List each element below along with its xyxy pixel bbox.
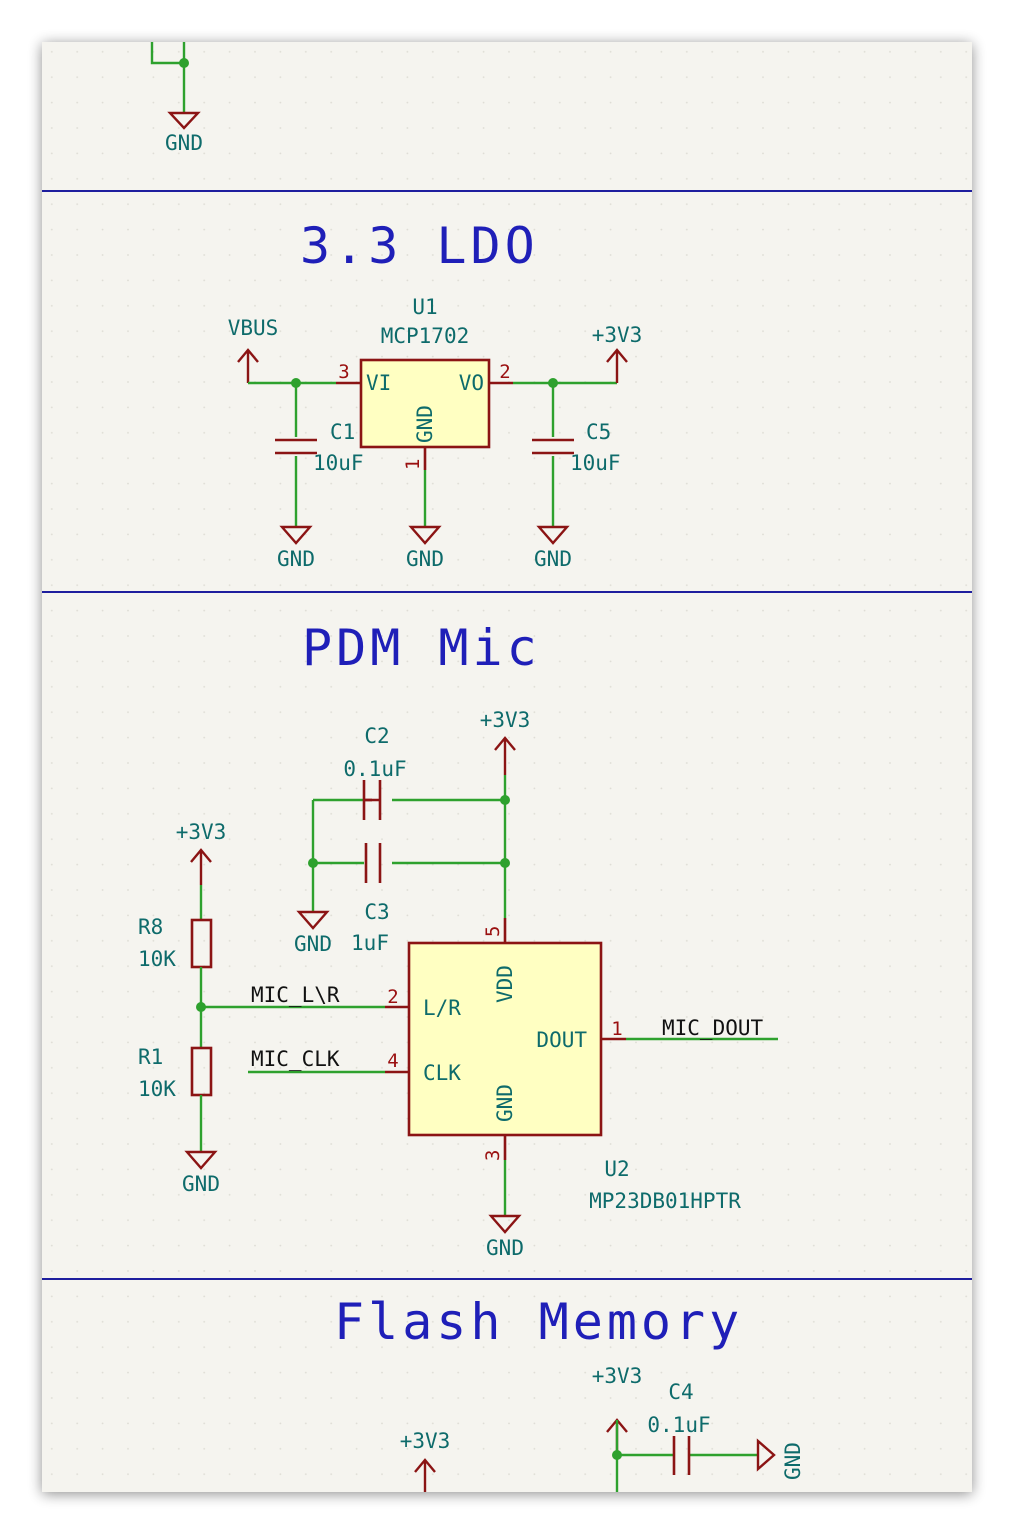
gnd-label: GND: [182, 1172, 220, 1196]
u2-microphone[interactable]: L/R CLK DOUT VDD GND 2 4 1 5 3 U2 MP23DB…: [385, 918, 741, 1213]
net-label-mic-lr: MIC_L\R: [251, 983, 340, 1007]
net-label-mic-clk: MIC_CLK: [251, 1047, 340, 1071]
c3-value: 1uF: [351, 931, 389, 955]
top-section: GND: [150, 42, 203, 155]
u1-pin-gnd: GND: [413, 405, 437, 443]
vbus-arrow-icon: [237, 348, 259, 383]
gnd-icon: [408, 525, 442, 545]
net-label-mic-dout: MIC_DOUT: [662, 1016, 764, 1040]
c3-ref: C3: [364, 900, 389, 924]
v33-label: +3V3: [592, 1364, 643, 1388]
gnd-label: GND: [294, 932, 332, 956]
v33-label: +3V3: [176, 820, 227, 844]
u1-pin-vi: VI: [366, 371, 391, 395]
gnd-label: GND: [277, 547, 315, 571]
r1-ref: R1: [138, 1045, 163, 1069]
r8-resistor[interactable]: R8 10K: [138, 915, 213, 971]
v33-arrow-icon: [606, 348, 628, 383]
vbus-label: VBUS: [228, 316, 279, 340]
r1-value: 10K: [138, 1077, 176, 1101]
c2-ref: C2: [364, 724, 389, 748]
ldo-section: 3.3 LDO VBUS VI VO GND 3 2 1 U1 MCP1702: [228, 217, 643, 571]
r8-value: 10K: [138, 947, 176, 971]
u1-pin-num-3: 3: [338, 361, 349, 383]
u2-pin-vdd: VDD: [493, 965, 517, 1003]
gnd-label: GND: [406, 547, 444, 571]
v33-arrow-icon: [414, 1458, 436, 1492]
v33-label: +3V3: [592, 323, 643, 347]
gnd-icon: [536, 525, 570, 545]
c1-capacitor[interactable]: C1 10uF: [275, 420, 364, 475]
u2-pin-num-2: 2: [387, 986, 398, 1008]
mic-section: PDM Mic +3V3 C2 0.1uF C3 1uF GND +3V3: [138, 619, 778, 1260]
gnd-label: GND: [781, 1442, 805, 1480]
u1-ref: U1: [412, 295, 437, 319]
u2-pin-clk: CLK: [423, 1061, 461, 1085]
c4-ref: C4: [668, 1380, 693, 1404]
gnd-label: GND: [486, 1236, 524, 1260]
gnd-icon: [488, 1214, 522, 1234]
u2-pin-dout: DOUT: [536, 1028, 587, 1052]
u1-value: MCP1702: [381, 324, 470, 348]
c4-capacitor[interactable]: C4 0.1uF: [647, 1380, 711, 1475]
v33-label: +3V3: [400, 1429, 451, 1453]
u2-pin-lr: L/R: [423, 996, 461, 1020]
c4-value: 0.1uF: [647, 1413, 710, 1437]
u1-regulator[interactable]: VI VO GND 3 2 1 U1 MCP1702: [336, 295, 513, 470]
flash-section: Flash Memory +3V3 C4 0.1uF GND +3V3: [334, 1293, 805, 1492]
v33-arrow-icon: [190, 848, 212, 885]
c2-value: 0.1uF: [343, 757, 406, 781]
u1-pin-num-1: 1: [402, 459, 424, 470]
gnd-label: GND: [534, 547, 572, 571]
c3-capacitor[interactable]: C3 1uF: [351, 843, 390, 955]
u2-ref: U2: [604, 1157, 629, 1181]
c5-value: 10uF: [570, 451, 621, 475]
gnd-label: GND: [165, 131, 203, 155]
c2-capacitor[interactable]: C2 0.1uF: [343, 724, 407, 820]
u1-pin-num-2: 2: [499, 361, 510, 383]
v33-label: +3V3: [480, 708, 531, 732]
c5-ref: C5: [586, 420, 611, 444]
section-title-ldo: 3.3 LDO: [300, 217, 539, 275]
gnd-icon: [184, 1150, 218, 1170]
u1-pin-vo: VO: [459, 371, 484, 395]
c1-value: 10uF: [313, 451, 364, 475]
u2-pin-num-1: 1: [611, 1018, 622, 1040]
r8-ref: R8: [138, 915, 163, 939]
u2-pin-num-5: 5: [482, 926, 504, 937]
u2-pin-num-3: 3: [482, 1150, 504, 1161]
sheet-grid: [42, 42, 972, 1492]
c1-ref: C1: [330, 420, 355, 444]
u2-value: MP23DB01HPTR: [589, 1189, 741, 1213]
gnd-icon: [296, 910, 330, 930]
u2-pin-num-4: 4: [387, 1050, 398, 1072]
gnd-icon: [279, 525, 313, 545]
u2-pin-gnd: GND: [493, 1084, 517, 1122]
gnd-icon: [756, 1438, 776, 1472]
section-title-mic: PDM Mic: [302, 619, 541, 677]
gnd-symbol: [167, 111, 201, 130]
section-title-flash: Flash Memory: [334, 1293, 743, 1351]
v33-arrow-icon: [494, 736, 516, 775]
c5-capacitor[interactable]: C5 10uF: [532, 420, 621, 475]
